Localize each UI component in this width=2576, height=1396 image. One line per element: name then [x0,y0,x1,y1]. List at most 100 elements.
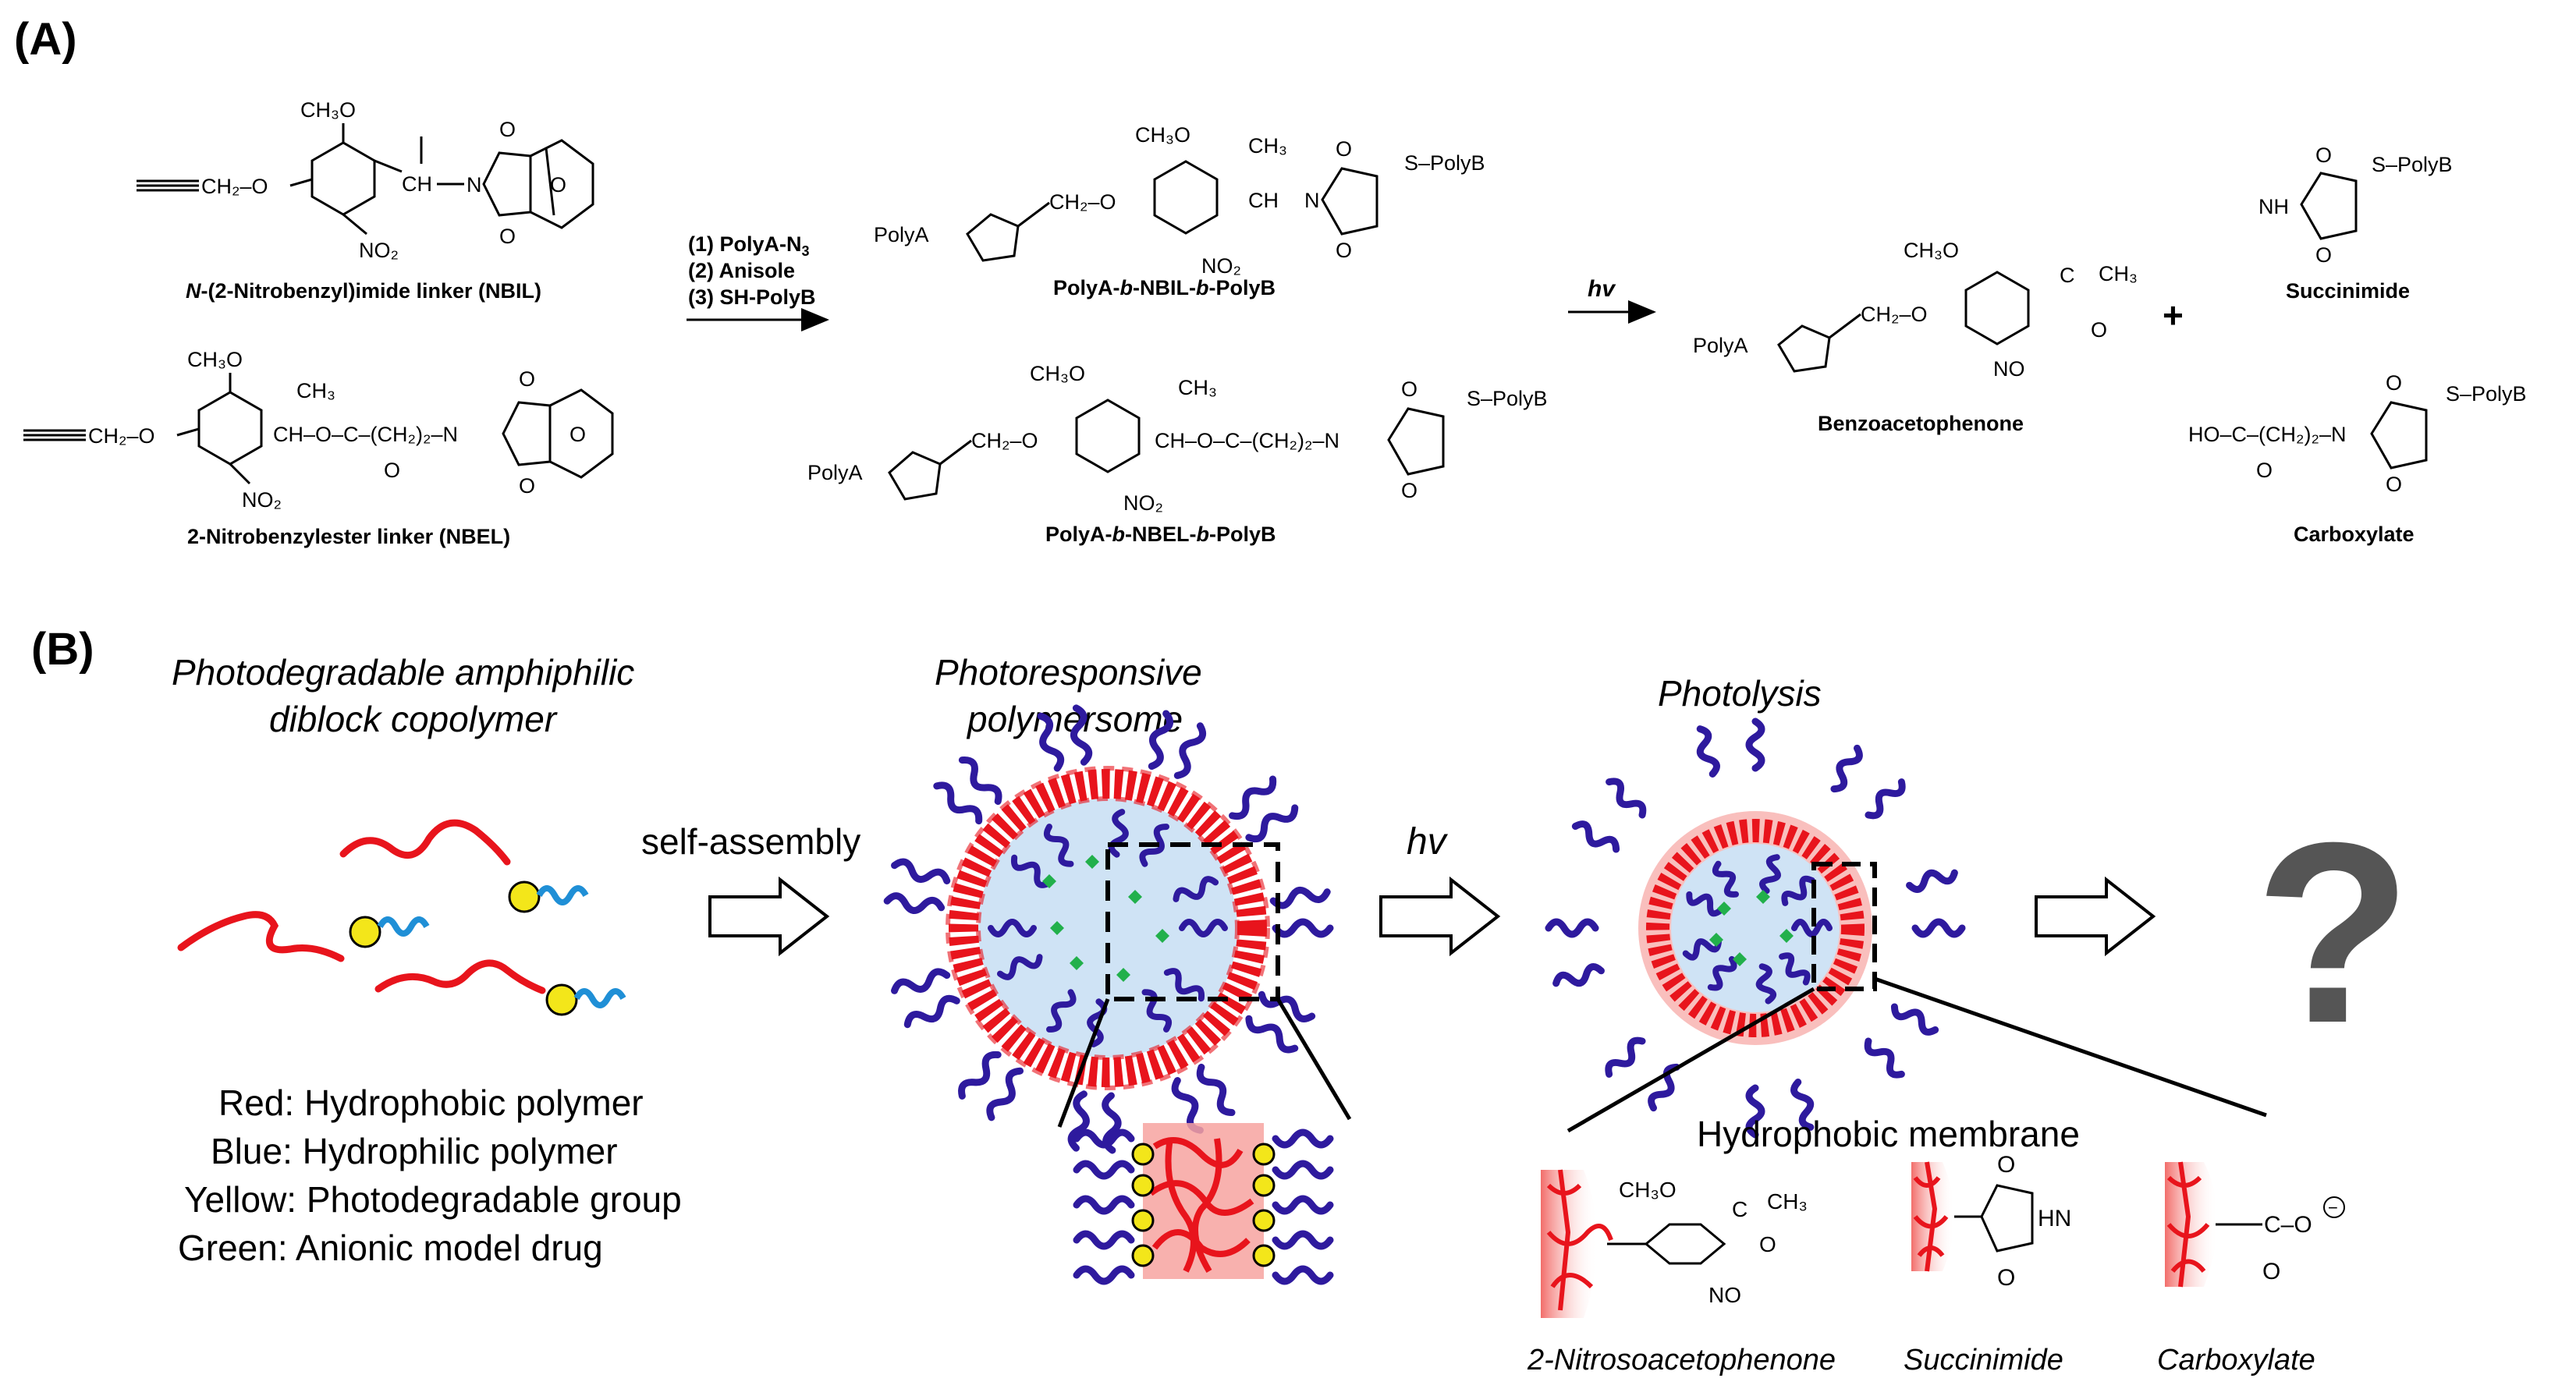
prod1-polya: PolyA [874,223,929,246]
nbel-o2: O [519,474,535,498]
hydrophilic-chain [996,954,1043,980]
drug-molecule [1709,933,1723,947]
hydrophilic-chain [958,1051,1002,1100]
prod2-polya: PolyA [807,461,863,484]
hydrophilic-chain [1272,1160,1334,1180]
copolymer-title-2: diblock copolymer [269,699,558,739]
drug-molecule [1050,921,1064,935]
nbil-o1: O [499,118,516,141]
prod2-ch3: CH₃ [1178,376,1217,399]
hydrophilic-chain [1648,1063,1680,1112]
prod1-spolyb: S–PolyB [1404,151,1485,175]
photodegradable-group [1131,1143,1155,1166]
carb-label: Carboxylate [2294,523,2415,546]
photodegradable-group [1252,1244,1276,1267]
photodegradable-group [1252,1174,1276,1197]
photodegradable-group [1131,1244,1155,1267]
prod1-ch2o: CH₂–O [1049,190,1116,214]
hydrophilic-chain [1791,919,1833,937]
hydrophilic-chain [1070,704,1093,766]
hydrophilic-chain [1073,1230,1135,1250]
hydrophilic-chain [1141,989,1173,1033]
hydrophilic-chain [1745,1084,1765,1139]
succ-o2: O [2315,243,2332,267]
hydrophilic-chain [891,858,951,884]
copolymer-chains [177,819,626,1016]
product-nitrosoacetophenone: CH₃O NO C CH₃ O [1541,1169,1808,1318]
hydrophilic-chain [1073,1128,1135,1149]
benzoacetophenone-molecule: PolyA CH₂–O CH₃O NO C CH₃ O [1693,239,2138,381]
nbil-n: N [467,173,482,197]
drug-molecule [1116,968,1130,982]
nbil-o2: O [499,225,516,248]
hydrophilic-chain [1605,1036,1646,1078]
nbel-ch3o: CH₃O [187,348,243,371]
nbil-ch3o: CH₃O [300,98,356,122]
hydrophilic-chain [1272,1195,1334,1215]
hydrophilic-chain [1010,854,1052,888]
reaction-step-1: (1) PolyA-N3 (2) Anisole (3) SH-PolyB [687,232,829,331]
prod1-no2: NO₂ [1201,254,1241,278]
photolysis-title: Photolysis [1658,673,1822,714]
prod2-o1: O [1401,377,1418,401]
hv-arrow [1379,876,1501,957]
legend-blue: Blue: Hydrophilic polymer [211,1131,618,1171]
hydrophilic-chain [1272,918,1334,938]
carb-o1: O [2386,371,2402,395]
succ2-o1: O [1997,1152,2015,1178]
nbel-product-label: PolyA-b-NBEL-b-PolyB [1045,523,1276,546]
hydrophilic-chain [1707,955,1737,991]
nbil-no2: NO₂ [359,239,399,262]
benzo-label: Benzoacetophenone [1818,412,2024,435]
hydrophilic-chain [1179,919,1228,937]
carb-o2: O [2386,473,2402,496]
question-mark: ? [2255,788,2412,1076]
polymersome-membrane [949,769,1267,1087]
polymersome-title-1: Photoresponsive [935,652,1202,693]
hydrophilic-chain [1245,1015,1299,1054]
nitroso-ch3: CH₃ [1767,1189,1808,1214]
hydrophilic-chain [1245,804,1299,843]
benzo-ch3o: CH₃O [1904,239,1959,262]
hydrophilic-chain [1148,710,1174,771]
legend-green: Green: Anionic model drug [178,1228,603,1268]
copolymer-chain-3 [374,959,626,1016]
succ-o1: O [2315,143,2332,167]
legend: Red: Hydrophobic polymer Blue: Hydrophil… [178,1082,682,1268]
zoom-box-1 [1105,842,1280,1001]
legend-yellow: Yellow: Photodegradable group [184,1179,682,1220]
nbel-ch2o: CH₂–O [88,424,155,448]
carb2-c: C–O [2264,1212,2312,1238]
hydrophilic-chain [1779,952,1811,986]
photodegradable-group [1131,1209,1155,1232]
prod1-o2: O [1336,239,1352,262]
carb2-minus: − [2328,1198,2338,1217]
hydrophilic-chain [1043,824,1074,867]
succinimide-molecule: NH O O S–PolyB [2258,143,2453,267]
hydrophilic-chain [1269,886,1331,909]
hydrophilic-chain [1073,1265,1135,1285]
hydrophilic-chain [1067,1090,1090,1152]
hydrophilic-chain [1682,938,1723,961]
nbel-chain: CH–O–C–(CH₂)₂–N [273,423,458,446]
prod1-o1: O [1336,137,1352,161]
hydrophilic-chain [1173,722,1207,779]
nitroso-o: O [1759,1232,1776,1256]
polymersome-outer-hydrophilic [883,704,1334,1154]
prod1-ch3o: CH₃O [1135,123,1190,147]
hydrophilic-chain [1046,989,1077,1033]
hydrophilic-chain [1171,1077,1204,1134]
plus-sign: + [2163,295,2184,335]
hydrophilic-chain [1755,963,1777,1004]
copolymer-chain-1 [339,819,589,913]
hydrophilic-chain [891,968,951,994]
panel-label-a: (A) [14,14,77,65]
nbil-bridge-o: O [550,173,566,197]
hydrophilic-chain [1552,963,1605,987]
hydrophilic-chain [883,892,946,914]
product-label-succinimide: Succinimide [1904,1344,2063,1377]
carboxylate-molecule: HO–C–(CH₂)₂–N O O O S–PolyB [2188,371,2527,496]
hydrophilic-chain [1790,1079,1815,1131]
nitroso-no: NO [1708,1283,1741,1307]
drug-molecule [1042,874,1056,888]
